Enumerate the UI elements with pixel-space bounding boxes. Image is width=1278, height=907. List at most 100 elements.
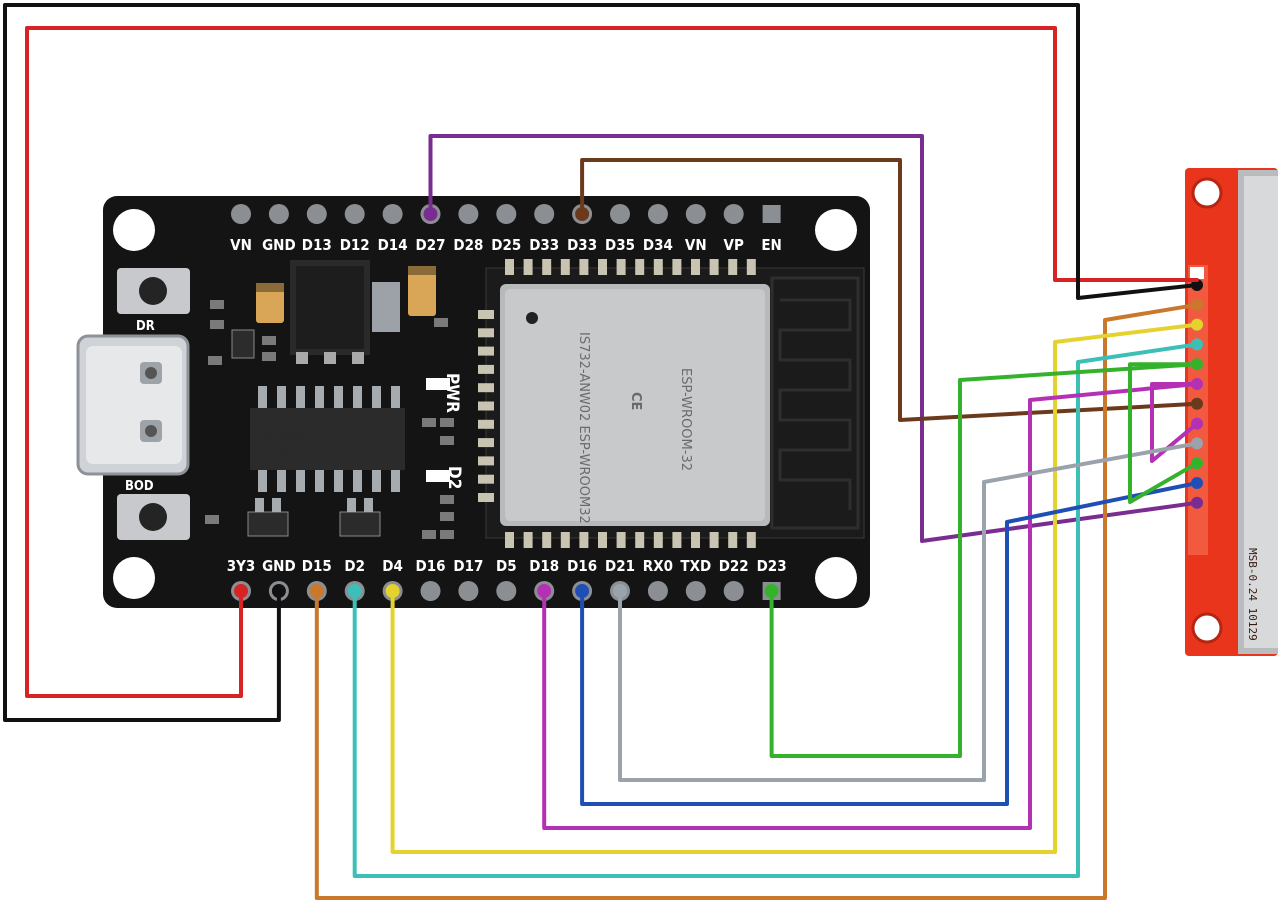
- bottom-pin-label: 3Y3: [227, 557, 256, 575]
- pin-hole: [306, 204, 327, 224]
- top-pin-label: D14: [378, 236, 408, 254]
- module-castellations: [478, 259, 756, 548]
- bottom-pin-label: D5: [496, 557, 517, 575]
- castellation-pad: [746, 532, 756, 548]
- pin-hole: [647, 581, 668, 601]
- castellation-pad: [478, 346, 494, 356]
- castellation-pad: [672, 532, 682, 548]
- top-pin-label: VP: [724, 236, 744, 254]
- bottom-pin-label: D16: [567, 557, 597, 575]
- wire-orange: [314, 302, 1199, 900]
- top-pin-label: VN: [230, 236, 252, 254]
- top-pin-label: D28: [453, 236, 483, 254]
- bottom-pin-label: GND: [262, 557, 296, 575]
- top-pin-header: [231, 204, 781, 224]
- castellation-pad: [523, 532, 533, 548]
- esp32-board: DR BOD: [76, 196, 870, 608]
- wire-yellow: [390, 322, 1199, 854]
- pin-hole: [458, 204, 479, 224]
- castellation-pad: [478, 438, 494, 448]
- usb-uart-chip: ESP30U42 LV022: [250, 386, 405, 492]
- pin-hole: [268, 204, 289, 224]
- castellation-pad: [505, 532, 514, 548]
- bottom-pin-label: D22: [719, 557, 749, 575]
- castellation-pad: [478, 383, 494, 393]
- pin-hole: [382, 204, 403, 224]
- button-dr: [117, 268, 190, 314]
- castellation-pad: [478, 456, 494, 466]
- pin-hole: [420, 581, 441, 601]
- mount-hole: [815, 557, 857, 599]
- wire-red: [25, 26, 1199, 698]
- top-pin-label: D34: [643, 236, 673, 254]
- pin-hole: [496, 581, 517, 601]
- wire-brown: [580, 158, 1199, 422]
- pin-hole: [458, 581, 479, 601]
- castellation-pad: [560, 532, 570, 548]
- wire-magenta-loop: [1150, 382, 1199, 463]
- castellation-pad: [616, 532, 626, 548]
- castellation-pad: [505, 259, 514, 275]
- castellation-pad: [635, 532, 645, 548]
- castellation-pad: [598, 259, 607, 275]
- castellation-pad: [598, 532, 607, 548]
- pin-hole: [610, 204, 630, 224]
- top-pin-label: D25: [491, 236, 521, 254]
- top-pin-label: D33: [529, 236, 559, 254]
- castellation-pad: [579, 532, 589, 548]
- bottom-pin-label: TXD: [680, 557, 711, 575]
- top-pin-label: EN: [761, 236, 782, 254]
- led-pwr: [426, 378, 450, 390]
- castellation-pad: [542, 532, 552, 548]
- wire-green-loop: [1128, 362, 1199, 504]
- castellation-pad: [478, 364, 494, 374]
- castellation-pad: [542, 259, 552, 275]
- tft-display: MSB-0.24 10129: [234, 168, 1278, 656]
- button-bod-label: BOD: [125, 479, 154, 494]
- pin-hole: [723, 581, 744, 601]
- module-name: ESP-WROOM-32: [678, 368, 693, 471]
- bottom-pin-label: D4: [382, 557, 403, 575]
- pin-hole: [647, 204, 668, 224]
- castellation-pad: [478, 328, 494, 338]
- bottom-pin-label: D23: [757, 557, 787, 575]
- castellation-pad: [691, 532, 700, 548]
- pin-hole: [496, 204, 517, 224]
- capacitor: [256, 283, 284, 323]
- top-pin-label: D35: [605, 236, 635, 254]
- mount-hole: [815, 209, 857, 251]
- castellation-pad: [478, 401, 494, 411]
- castellation-pad: [653, 259, 663, 275]
- castellation-pad: [691, 259, 700, 275]
- pin-hole: [534, 204, 555, 224]
- usb-chip-text-2: LV022: [272, 444, 302, 455]
- castellation-pad: [579, 259, 589, 275]
- wire-blue: [580, 481, 1199, 806]
- wire-green: [769, 362, 1199, 758]
- capacitor: [408, 266, 436, 316]
- castellation-pad: [478, 474, 494, 484]
- castellation-pad: [709, 532, 719, 548]
- button-bod: [117, 494, 190, 540]
- pin-hole: [685, 581, 706, 601]
- esp-wroom-module: ESP-WROOM-32 IS732-ANW02 ESP-WROOM32 CE: [478, 259, 865, 548]
- top-pin-label: D13: [302, 236, 332, 254]
- wire-gray: [618, 441, 1199, 782]
- castellation-pad: [478, 419, 494, 429]
- led-d2: [426, 470, 450, 482]
- button-dr-label: DR: [136, 319, 155, 334]
- castellation-pad: [478, 310, 494, 319]
- bottom-pin-label: D15: [302, 557, 332, 575]
- usb-c-connector: [76, 334, 190, 476]
- bottom-pin-label: D16: [416, 557, 446, 575]
- mount-hole: [1191, 612, 1223, 644]
- antenna: [770, 276, 860, 530]
- pin-hole: [762, 205, 781, 223]
- castellation-pad: [672, 259, 682, 275]
- smd-components: [205, 300, 454, 539]
- castellation-pad: [523, 259, 533, 275]
- pin-hole: [344, 204, 365, 224]
- castellation-pad: [478, 493, 494, 502]
